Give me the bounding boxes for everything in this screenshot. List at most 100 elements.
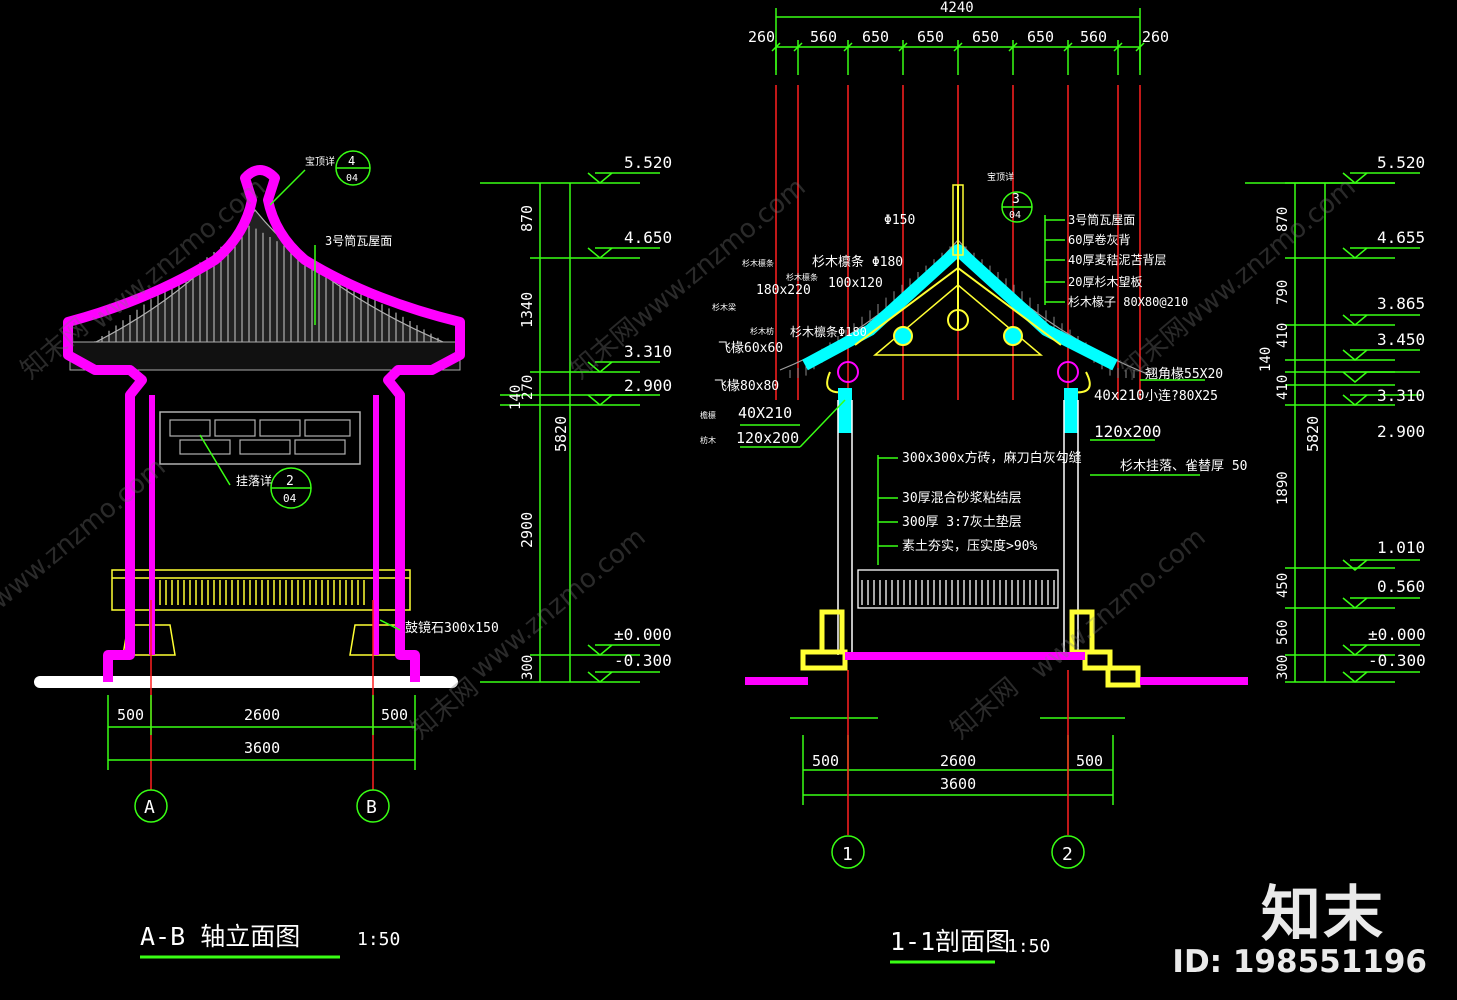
left-vertical-dims [480,172,660,683]
left-label-1: 杉木檩条 Φ180 [812,254,903,270]
left-vdim-0: 870 [518,205,536,232]
top-dim-5: 650 [1027,28,1054,46]
left-vdim-1: 1340 [518,292,536,328]
svg-text:www.znzmo.com: www.znzmo.com [1175,172,1361,335]
right-total-height: 5820 [1304,416,1322,452]
left-label-6: 飞椽80x80 [714,379,779,394]
ridge-ref-sheet: 04 [346,173,358,184]
ridge-note-right: 宝顶详 [987,171,1014,183]
right-elev-4: 3.310 [1377,386,1425,405]
lattice-ref-num: 2 [286,474,294,489]
left-label-2: 180x220 [756,283,811,298]
left-elev-4: ±0.000 [614,625,672,644]
left-label-cn-4: 檐檩 [700,410,716,420]
ridge-ref-sheet-right: 04 [1009,210,1021,221]
right-elev-7: 0.560 [1377,577,1425,596]
roof-layer-3: 20厚杉木望板 [1068,275,1142,289]
floor-layer-0: 300x300x方砖，麻刀白灰勾缝 [902,450,1082,466]
axis-1: 1 [842,844,853,865]
left-elev-5: -0.300 [614,651,672,670]
left-label-cn-3: 杉木枋 [750,326,774,336]
roof-layer-2: 40厚麦秸泥苫背层 [1068,253,1166,267]
ridge-ref-num-right: 3 [1012,192,1020,207]
right-view-title: 1-1剖面图 [890,927,1010,956]
image-id: ID: 198551196 [1172,944,1427,980]
right-section: 4240 260 560 650 650 650 650 560 260 [700,0,1426,964]
top-dim-1: 560 [810,28,837,46]
floor-layer-2: 300厚 3:7灰土垫层 [902,514,1022,530]
floor-layer-labels: 300x300x方砖，麻刀白灰勾缝 30厚混合砂浆粘结层 300厚 3:7灰土垫层素… [902,450,1082,554]
base-stone-label: 鼓镜石300x150 [405,621,499,636]
right-hdim-0: 500 [812,752,839,770]
top-dim-0: 260 [748,28,775,46]
left-leaders [199,150,401,631]
lattice-ref-sheet: 04 [283,492,297,505]
left-hdim-0: 500 [117,706,144,724]
right-label-4: 杉木挂落、雀替厚 50 [1120,459,1247,474]
top-dim-2: 650 [862,28,889,46]
floor-layer-3: 素土夯实，压实度>90% [902,538,1037,554]
right-vdim-5: 1890 [1275,471,1291,505]
right-elev-6: 1.010 [1377,538,1425,557]
left-label-0: Φ150 [884,213,915,228]
right-elev-9: -0.300 [1368,651,1426,670]
right-hdim-2: 500 [1076,752,1103,770]
right-vertical-dims [1245,172,1420,683]
left-total-width: 3600 [244,739,280,757]
ridge-ref-num: 4 [348,154,355,168]
right-elev-0: 5.520 [1377,153,1425,172]
axis-b: B [366,797,377,818]
roof-finish-label: 3号筒瓦屋面 [325,233,392,248]
right-vdim-7: 560 [1275,620,1291,645]
svg-text:www.znzmo.com: www.znzmo.com [1025,522,1211,685]
brand-logo: 知末 [1261,880,1385,950]
top-dim-3: 650 [917,28,944,46]
left-label-8: 120x200 [736,429,799,447]
lattice-note: 挂落详 [236,473,272,488]
lattice-pattern [169,419,351,455]
left-elev-1: 4.650 [624,228,672,247]
top-dim-4: 650 [972,28,999,46]
left-horizontal-dims [107,695,416,959]
top-total-dim: 4240 [940,0,974,16]
axis-a: A [144,797,155,818]
left-elev-3: 2.900 [624,376,672,395]
lattice-frame [159,411,361,465]
right-elevation-labels: 5.5204.6553.8653.4503.3102.9001.0100.560… [1368,153,1426,670]
top-dims [771,8,1145,75]
left-elev-0: 5.520 [624,153,672,172]
right-hdim-1: 2600 [940,752,976,770]
left-label-4: 杉木檩条Φ180 [790,324,867,339]
top-dim-7: 260 [1142,28,1169,46]
right-elev-8: ±0.000 [1368,625,1426,644]
right-label-0: 翘角椽55X20 [1145,367,1223,382]
left-label-cn-2: 杉木梁 [712,302,736,312]
left-vdim-5: 300 [520,655,536,680]
columns [837,388,1079,655]
right-vdim-0: 870 [1275,207,1291,232]
roof-layer-1: 60厚卷灰背 [1068,232,1130,247]
left-vdim-4: 2900 [518,512,536,548]
left-label-cn-5: 枋木 [700,435,716,445]
roof-section [779,184,1151,394]
right-elev-1: 4.655 [1377,228,1425,247]
left-elev-2: 3.310 [624,342,672,361]
ridge-note: 宝顶详 [305,155,335,168]
roof-layer-4: 杉木椽子 80X80@210 [1068,295,1188,309]
floor-layer-1: 30厚混合砂浆粘结层 [902,491,1022,506]
right-label-2: 小连?80X25 [1145,388,1218,404]
left-label-cn-1: 杉木檩条 [786,272,818,282]
right-vdim-8: 300 [1275,655,1291,680]
axis-2: 2 [1062,844,1073,865]
svg-text:www.znzmo.com: www.znzmo.com [0,452,172,615]
right-total-width: 3600 [940,775,976,793]
roof-tiles [89,208,451,346]
svg-text:知末网: 知末网 [945,672,1024,745]
left-label-7: 40X210 [738,404,792,422]
